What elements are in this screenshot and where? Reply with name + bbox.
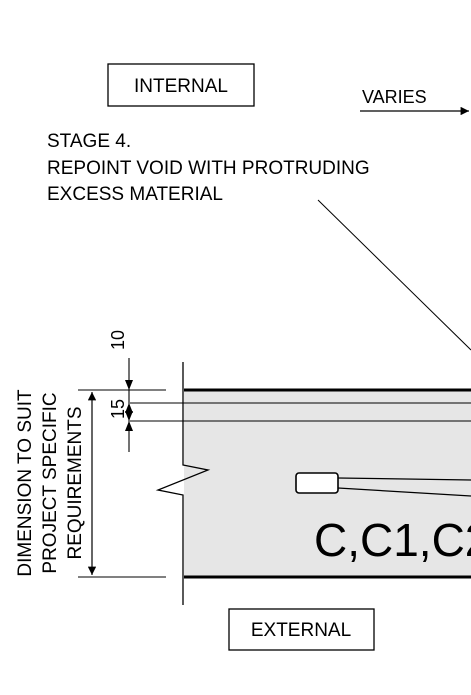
fixing-head [295, 472, 339, 494]
section-mark: C,C1,C2 [314, 514, 471, 566]
stage-line-1: REPOINT VOID WITH PROTRUDING [47, 158, 370, 179]
break-line [155, 362, 211, 605]
stage-title: STAGE 4. [47, 131, 131, 152]
arrow-15-down [125, 411, 133, 421]
note-leader-line [317, 199, 471, 351]
arrow-15-lower [125, 421, 133, 431]
arrow-15-up [125, 403, 133, 413]
varies-label: VARIES [362, 87, 427, 107]
fixing-shank-top [337, 477, 471, 481]
dim-15-label: 15 [108, 399, 128, 419]
internal-label: INTERNAL [134, 76, 228, 97]
external-label-box [228, 608, 375, 651]
vertical-text-line-1: DIMENSION TO SUIT [15, 389, 36, 577]
vertical-text-line-2: PROJECT SPECIFIC [40, 392, 61, 573]
dim-10-label-group: 10 [108, 330, 128, 350]
dim-15-label-group: 15 [108, 399, 128, 419]
arrow-10-down [125, 380, 133, 390]
stage-line-2: EXCESS MATERIAL [47, 184, 223, 205]
dim-10-label: 10 [108, 330, 128, 350]
external-label: EXTERNAL [251, 620, 351, 641]
vertical-dimension-text: DIMENSION TO SUIT PROJECT SPECIFIC REQUI… [15, 389, 86, 577]
internal-label-box [107, 63, 255, 107]
fixing-shank-bottom [337, 487, 471, 497]
vertical-text-line-3: REQUIREMENTS [65, 406, 86, 559]
